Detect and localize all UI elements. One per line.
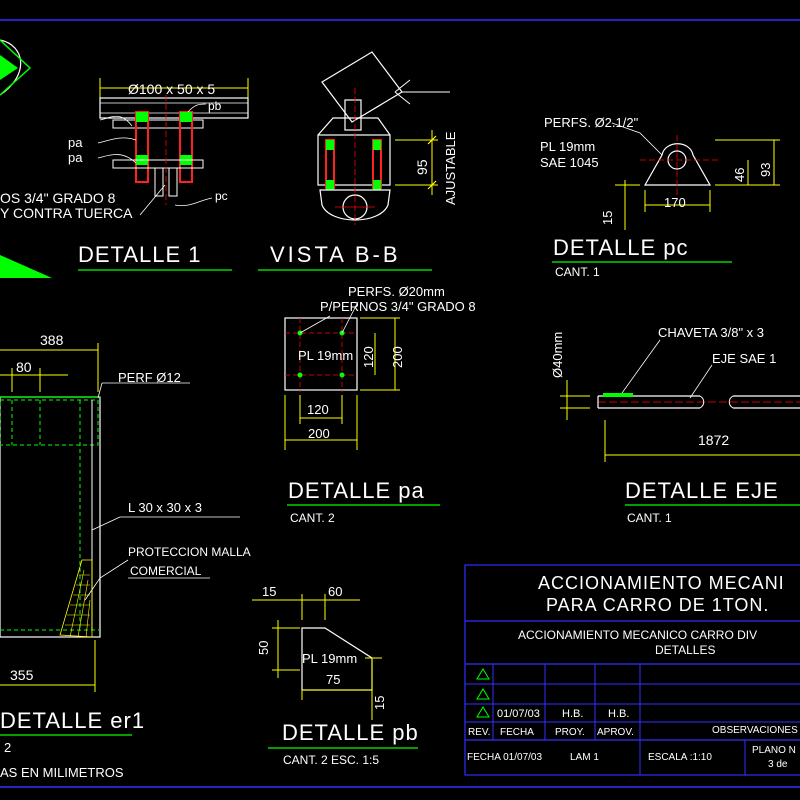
drawing-title-line-2: PARA CARRO DE 1TON. — [546, 595, 769, 615]
pb-callout: pb — [208, 99, 222, 113]
sheet-scale: ESCALA :1:10 — [648, 752, 712, 763]
drawing-title-line-1: ACCIONAMIENTO MECANI — [538, 573, 785, 593]
dim-93: 93 — [758, 163, 773, 177]
detalle-pc-quantity: CANT. 1 — [555, 265, 600, 279]
detalle-pa-drawing — [284, 301, 440, 506]
header-proy: PROY. — [555, 727, 585, 738]
pa-callout-2: pa — [68, 150, 83, 165]
detalle-pa-title: DETALLE pa — [288, 478, 425, 503]
header-fecha: FECHA — [500, 727, 534, 738]
pa-callout-1: pa — [68, 135, 83, 150]
detalle-pc-drawing — [552, 122, 780, 263]
dim-355: 355 — [10, 667, 34, 683]
pa-plate-label: PL 19mm — [298, 348, 353, 363]
pa-perfs-label: PERFS. Ø20mm — [348, 284, 445, 299]
vista-bb-title: VISTA B-B — [270, 242, 401, 267]
header-aprov: APROV. — [597, 727, 634, 738]
detalle-1-drawing — [78, 78, 249, 271]
units-note: AS EN MILIMETROS — [0, 765, 124, 780]
shaft-material-label: EJE SAE 1 — [712, 351, 776, 366]
detalle-1-title: DETALLE 1 — [78, 242, 202, 267]
drawing-subtitle-line-1: ACCIONAMIENTO MECANICO CARRO DIV — [518, 628, 757, 642]
dim-120-horizontal: 120 — [307, 402, 329, 417]
detalle-pc-title: DETALLE pc — [553, 235, 689, 260]
shaft-diameter-label: Ø40mm — [550, 332, 565, 378]
title-block — [464, 564, 800, 776]
detalle-eje-drawing — [560, 339, 800, 506]
dim-75: 75 — [326, 672, 340, 687]
sheet-plan-label: PLANO N — [752, 745, 796, 756]
pa-bolts-label: P/PERNOS 3/4" GRADO 8 — [320, 299, 476, 314]
mesh-protection-label: PROTECCION MALLA — [128, 545, 251, 559]
pc-material-label: SAE 1045 — [540, 155, 599, 170]
beam-dimension-label: Ø100 x 50 x 5 — [128, 81, 215, 97]
pb-plate-label: PL 19mm — [302, 651, 357, 666]
dim-15-vertical: 15 — [372, 696, 387, 710]
dim-15-pb: 15 — [262, 584, 276, 599]
pc-plate-label: PL 19mm — [540, 139, 595, 154]
dim-15-pc: 15 — [600, 211, 615, 225]
revision-date: 01/07/03 — [497, 708, 540, 720]
key-label: CHAVETA 3/8" x 3 — [658, 325, 764, 340]
section-arrow-symbol — [0, 39, 32, 96]
angle-profile-label: L 30 x 30 x 3 — [128, 500, 202, 515]
dim-50: 50 — [256, 641, 271, 655]
dim-95: 95 — [414, 159, 430, 175]
detalle-er1-title: DETALLE er1 — [0, 708, 145, 733]
mesh-commercial-label: COMERCIAL — [130, 564, 202, 578]
sheet-date: FECHA 01/07/03 — [467, 752, 542, 763]
detalle-pa-quantity: CANT. 2 — [290, 511, 335, 525]
dim-60: 60 — [328, 584, 342, 599]
detalle-pb-drawing — [252, 594, 418, 749]
bolt-grade-note: OS 3/4" GRADO 8 — [0, 190, 116, 206]
ajustable-label: AJUSTABLE — [443, 131, 458, 205]
pc-callout: pc — [215, 189, 228, 203]
detalle-pb-quantity-scale: CANT. 2 ESC. 1:5 — [283, 753, 379, 767]
dim-1872: 1872 — [698, 432, 729, 448]
detalle-er1-quantity: 2 — [4, 740, 11, 755]
sheet-lam: LAM 1 — [570, 752, 599, 763]
dim-46: 46 — [732, 168, 747, 182]
counter-nut-note: Y CONTRA TUERCA — [0, 205, 133, 221]
drawing-subtitle-line-2: DETALLES — [655, 643, 715, 657]
sheet-plan-number: 3 de — [768, 759, 788, 770]
detalle-pb-title: DETALLE pb — [282, 720, 419, 745]
section-triangle-marker — [0, 255, 52, 278]
dim-120-vertical: 120 — [361, 346, 376, 368]
dim-200-vertical: 200 — [390, 346, 405, 368]
pc-perfs-label: PERFS. Ø2.1/2" — [544, 115, 639, 130]
detalle-er1-drawing — [0, 343, 240, 736]
header-observaciones: OBSERVACIONES — [712, 725, 798, 736]
dim-200-horizontal: 200 — [308, 426, 330, 441]
detalle-eje-title: DETALLE EJE — [625, 478, 779, 503]
revision-approver: H.B. — [608, 708, 629, 720]
dim-388: 388 — [40, 332, 64, 348]
vista-bb-drawing — [258, 51, 450, 271]
dim-80: 80 — [16, 359, 32, 375]
header-rev: REV. — [468, 727, 490, 738]
dim-170: 170 — [664, 195, 686, 210]
revision-designer: H.B. — [562, 708, 583, 720]
perf-12-label: PERF Ø12 — [118, 370, 181, 385]
detalle-eje-quantity: CANT. 1 — [627, 511, 672, 525]
